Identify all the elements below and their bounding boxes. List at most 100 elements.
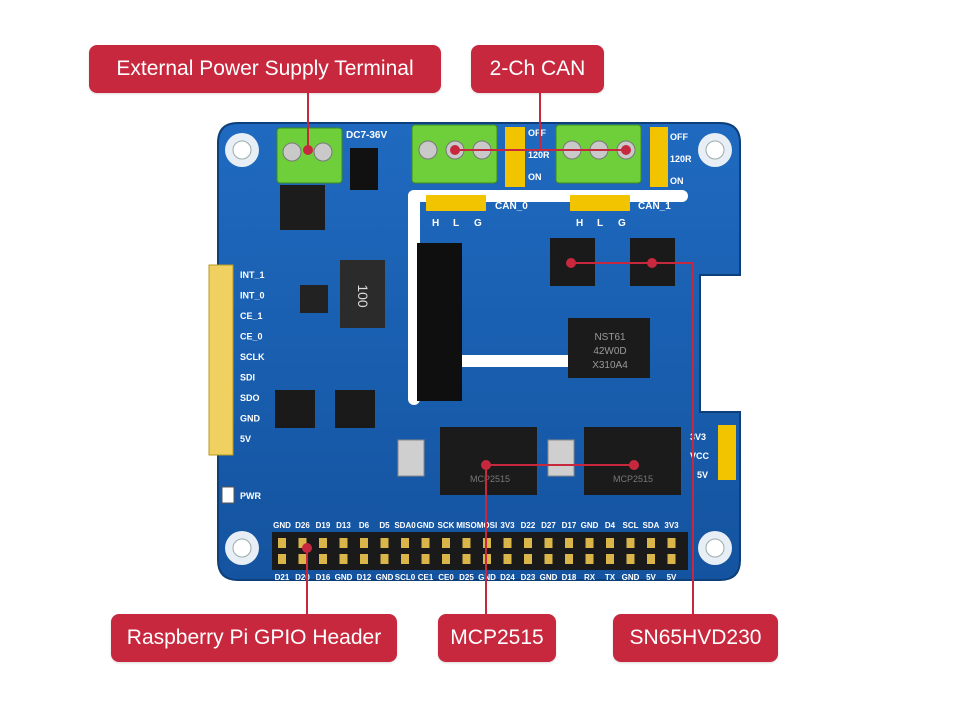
- power-terminal-block: [276, 127, 343, 184]
- gpio-pin: [503, 538, 512, 548]
- gpio-pin: [544, 538, 553, 548]
- gpio-bottom-label: SCL0: [395, 573, 416, 582]
- jumper-5v-label: 5V: [697, 470, 708, 480]
- can0-h-label: H: [432, 218, 439, 229]
- left-pin-header: [208, 264, 234, 456]
- gpio-pin: [298, 554, 307, 564]
- gpio-bottom-label: GND: [376, 573, 394, 582]
- gpio-bottom-label: D24: [500, 573, 515, 582]
- gpio-bottom-label: D20: [295, 573, 310, 582]
- gpio-top-label: SDA0: [394, 521, 416, 530]
- gpio-pin: [565, 554, 573, 564]
- gpio-top-label: MISO: [456, 521, 476, 530]
- gpio-bottom-label: TX: [605, 573, 616, 582]
- gpio-top-label: D13: [336, 521, 351, 530]
- gpio-pin: [626, 554, 635, 564]
- gpio-pin: [380, 538, 389, 548]
- can1-pin-header: [570, 195, 630, 211]
- crystal-a: [397, 439, 425, 477]
- gpio-pin: [421, 554, 430, 564]
- isolator-chip: [568, 318, 650, 378]
- gpio-pin: [339, 538, 348, 548]
- gpio-pin: [565, 538, 573, 548]
- gpio-pin: [647, 538, 655, 548]
- left-header-label: INT_0: [240, 291, 265, 301]
- gpio-top-label: SCK: [438, 521, 455, 530]
- can0-g-label: G: [474, 218, 482, 229]
- mcp-mark-b: MCP2515: [613, 474, 653, 484]
- crystal-b: [547, 439, 575, 477]
- gpio-bottom-label: GND: [622, 573, 640, 582]
- gpio-pin: [462, 554, 471, 564]
- gpio-pin: [278, 554, 286, 564]
- can0-120r-label: 120R: [528, 150, 550, 160]
- gpio-top-label: GND: [581, 521, 599, 530]
- gpio-bottom-label: GND: [540, 573, 558, 582]
- dc-input-label: DC7-36V: [346, 130, 387, 141]
- can1-jumper: [650, 127, 668, 187]
- gpio-pin: [667, 554, 676, 564]
- gpio-pin: [442, 538, 450, 548]
- isolator-mark-1: NST61: [594, 332, 626, 343]
- gpio-pin: [524, 554, 532, 564]
- gpio-top-label: 3V3: [500, 521, 515, 530]
- gpio-pin: [401, 554, 409, 564]
- dcdc-module: [417, 243, 462, 401]
- gpio-pin: [667, 538, 676, 548]
- gpio-top-label: D22: [521, 521, 536, 530]
- left-header-label: CE_1: [240, 311, 263, 321]
- left-header-label: SDO: [240, 393, 260, 403]
- power-select-jumper: [718, 425, 736, 480]
- gpio-top-label: D27: [541, 521, 556, 530]
- regulator-chip: [280, 185, 325, 230]
- isolator-mark-3: X310A4: [592, 360, 628, 371]
- pwr-led: [221, 486, 235, 504]
- gpio-pin: [278, 538, 286, 548]
- gpio-bottom-label: D18: [562, 573, 577, 582]
- gpio-pin: [421, 538, 430, 548]
- mosfet-b: [335, 390, 375, 428]
- gpio-top-label: D5: [379, 521, 390, 530]
- small-chip: [300, 285, 328, 313]
- jumper-vcc-label: VCC: [690, 451, 710, 461]
- left-header-label: 5V: [240, 434, 251, 444]
- gpio-top-label: SDA: [643, 521, 660, 530]
- gpio-header-callout: Raspberry Pi GPIO Header: [111, 614, 397, 662]
- gpio-bottom-label: CE1: [418, 573, 434, 582]
- can1-l-label: L: [597, 218, 603, 229]
- gpio-top-label: GND: [417, 521, 435, 530]
- gpio-pin: [442, 554, 450, 564]
- gpio-bottom-label: 5V: [667, 573, 677, 582]
- power-terminal-callout: External Power Supply Terminal: [89, 45, 441, 93]
- left-header-label: SDI: [240, 373, 255, 383]
- can1-h-label: H: [576, 218, 583, 229]
- can0-on-label: ON: [528, 172, 542, 182]
- gpio-top-label: SCL: [623, 521, 639, 530]
- gpio-pin: [360, 538, 368, 548]
- gpio-pin: [339, 554, 348, 564]
- gpio-pin: [544, 554, 553, 564]
- gpio-pin: [524, 538, 532, 548]
- left-header-label: INT_1: [240, 270, 265, 280]
- gpio-pin: [606, 538, 614, 548]
- gpio-bottom-label: D21: [275, 573, 290, 582]
- mounting-hole-icon: [225, 133, 732, 565]
- gpio-bottom-label: 5V: [646, 573, 656, 582]
- can1-g-label: G: [618, 218, 626, 229]
- gpio-bottom-label: GND: [478, 573, 496, 582]
- gpio-bottom-label: RX: [584, 573, 596, 582]
- gpio-top-label: D6: [359, 521, 370, 530]
- left-header-label: GND: [240, 414, 261, 424]
- gpio-bottom-label: D25: [459, 573, 474, 582]
- pwr-label: PWR: [240, 491, 261, 501]
- gpio-header: [272, 532, 688, 570]
- gpio-pin: [319, 538, 327, 548]
- gpio-pin: [626, 538, 635, 548]
- gpio-top-label: GND: [273, 521, 291, 530]
- inductor-label: 100: [355, 284, 371, 308]
- callout-leaders: [306, 93, 694, 614]
- gpio-pin: [503, 554, 512, 564]
- gpio-pin: [360, 554, 368, 564]
